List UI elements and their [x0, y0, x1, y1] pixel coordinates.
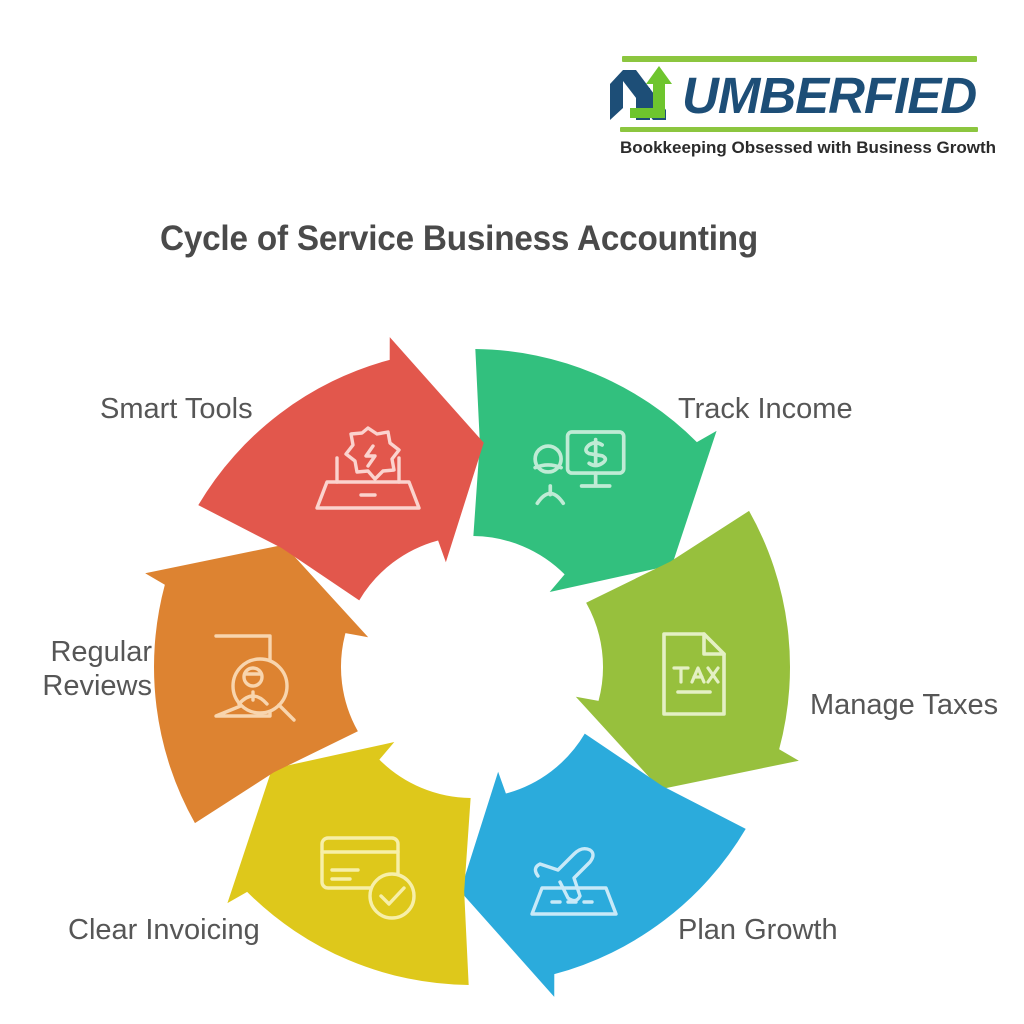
- monitor-dollar-user-icon: [533, 430, 626, 506]
- cycle-label-smart-tools: Smart Tools: [100, 393, 253, 425]
- airplane-takeoff-icon: [530, 846, 618, 916]
- cycle-label-track-income: Track Income: [678, 393, 853, 425]
- document-magnifier-person-icon: [214, 634, 296, 722]
- credit-card-check-icon: [320, 836, 416, 920]
- page-title: Cycle of Service Business Accounting: [160, 219, 759, 258]
- cycle-segment-smart-tools[interactable]: [198, 337, 484, 601]
- cycle-label-clear-invoicing: Clear Invoicing: [68, 914, 260, 946]
- logo-text: UMBERFIED: [682, 66, 977, 124]
- logo-arrow-n-icon: [610, 66, 672, 120]
- cycle-segment-plan-growth[interactable]: [460, 733, 746, 997]
- cycle-segment-manage-taxes[interactable]: [575, 510, 799, 790]
- cycle-segments: [145, 337, 799, 997]
- cycle-label-regular-reviews: Regular Reviews: [42, 636, 152, 703]
- laptop-gear-icon: [315, 426, 421, 510]
- logo-bottom-rule: [620, 127, 978, 132]
- logo-wordmark: UMBERFIED: [600, 64, 1000, 126]
- cycle-icons: [214, 426, 726, 920]
- cycle-label-plan-growth: Plan Growth: [678, 914, 838, 946]
- cycle-segment-clear-invoicing[interactable]: [227, 742, 471, 985]
- cycle-segment-track-income[interactable]: [473, 349, 717, 592]
- brand-logo: UMBERFIED Bookkeeping Obsessed with Busi…: [600, 56, 1000, 158]
- cycle-label-manage-taxes: Manage Taxes: [810, 689, 999, 721]
- tax-document-icon: [662, 632, 726, 716]
- logo-tagline: Bookkeeping Obsessed with Business Growt…: [620, 138, 996, 157]
- logo-top-rule: [622, 56, 977, 62]
